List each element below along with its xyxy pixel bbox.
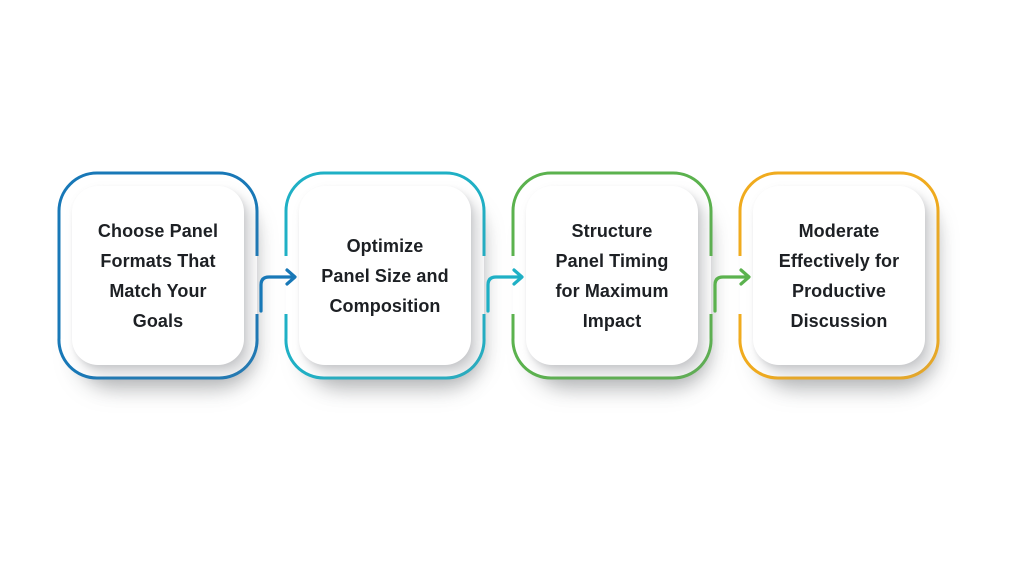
step-4-label: Moderate Effectively for Productive Disc… (778, 220, 900, 331)
step-2-card: Optimize Panel Size and Composition (299, 186, 471, 365)
step-1-card: Choose Panel Formats That Match Your Goa… (72, 186, 244, 365)
step-4-card: Moderate Effectively for Productive Disc… (753, 186, 925, 365)
step-3-label: Structure Panel Timing for Maximum Impac… (555, 220, 669, 331)
step-box-1: Choose Panel Formats That Match Your Goa… (57, 171, 259, 380)
flow-arrow-2-icon (486, 268, 524, 313)
step-3-card: Structure Panel Timing for Maximum Impac… (526, 186, 698, 365)
flow-arrow-1-icon (259, 268, 297, 313)
step-2-label: Optimize Panel Size and Composition (321, 235, 449, 316)
flow-arrow-3-icon (713, 268, 751, 313)
step-1-label: Choose Panel Formats That Match Your Goa… (97, 220, 219, 331)
step-box-3: Structure Panel Timing for Maximum Impac… (511, 171, 713, 380)
step-box-4: Moderate Effectively for Productive Disc… (738, 171, 940, 380)
step-box-2: Optimize Panel Size and Composition (284, 171, 486, 380)
